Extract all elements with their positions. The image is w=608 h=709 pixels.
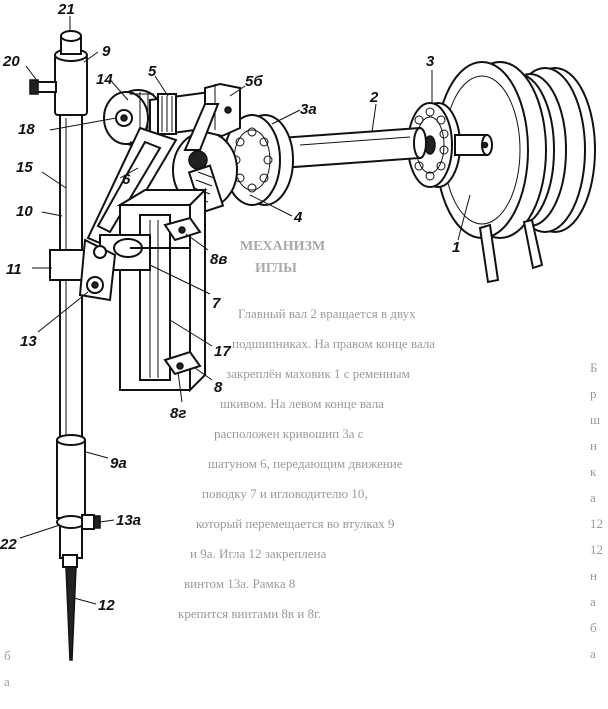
bg-right-char-5: а (590, 490, 596, 505)
label-1: 1 (452, 239, 460, 256)
bg-right-char-4: к (590, 464, 597, 479)
bg-paragraph-line-2: закреплён маховик 1 с ременным (226, 366, 410, 381)
bg-right-char-11: а (590, 646, 596, 661)
label-14: 14 (96, 71, 113, 88)
main-shaft (279, 126, 427, 170)
label-12: 12 (98, 597, 115, 614)
bg-paragraph-line-9: винтом 13а. Рамка 8 (184, 576, 295, 591)
label-11: 11 (6, 261, 22, 278)
label-6: 6 (122, 171, 131, 188)
bg-paragraph-line-0: Главный вал 2 вращается в двух (238, 306, 416, 321)
label-21: 21 (57, 1, 75, 18)
label-3: 3 (426, 53, 435, 70)
bg-right-char-3: н (590, 438, 597, 453)
label-8v: 8в (210, 251, 227, 268)
label-20: 20 (2, 53, 20, 70)
bg-paragraph-line-3: шкивом. На левом конце вала (220, 396, 384, 411)
needle-bar-assembly (29, 30, 117, 661)
label-7: 7 (212, 295, 221, 312)
background-text: МЕХАНИЗМ ИГЛЫ Главный вал 2 вращается в … (4, 239, 603, 689)
label-13a: 13а (116, 512, 141, 529)
guide-frame (116, 187, 208, 393)
label-4: 4 (293, 209, 303, 226)
label-10: 10 (16, 203, 33, 220)
bg-paragraph-line-5: шатуном 6, передающим движение (208, 456, 403, 471)
bg-paragraph-line-4: расположен кривошип 3а с (214, 426, 364, 441)
callout-labels: 21 9 20 14 5 5б 3 2 3а 18 15 6 4 10 1 8в… (0, 1, 460, 614)
bg-right-char-2: ш (590, 412, 600, 427)
label-9a: 9а (110, 455, 127, 472)
bg-paragraph-line-7: который перемещается во втулках 9 (196, 516, 395, 531)
bg-right-char-0: Б (590, 360, 597, 375)
bg-paragraph: Главный вал 2 вращается в двух подшипника… (178, 306, 435, 621)
upper-pivot-assembly (103, 82, 241, 151)
label-2: 2 (369, 89, 379, 106)
label-3a: 3а (300, 101, 317, 118)
label-5b: 5б (245, 73, 263, 90)
bg-right-char-8: н (590, 568, 597, 583)
bg-paragraph-line-10: крепится винтами 8в и 8г. (178, 606, 321, 621)
bg-right-char-6: 12 (590, 516, 603, 531)
label-9: 9 (102, 43, 111, 60)
bg-paragraph-line-1: подшипниках. На правом конце вала (232, 336, 435, 351)
label-18: 18 (18, 121, 35, 138)
bg-left-char-1: а (4, 674, 10, 689)
label-17: 17 (214, 343, 231, 360)
bg-right-char-9: а (590, 594, 596, 609)
bg-left-char-0: б (4, 648, 11, 663)
bearing-right (407, 102, 493, 188)
bg-paragraph-line-6: поводку 7 и игловодителю 10, (202, 486, 368, 501)
bg-right-char-1: р (590, 386, 597, 401)
bg-right-char-10: б (590, 620, 597, 635)
bg-left-edge: ба (4, 648, 11, 689)
bg-right-char-7: 12 (590, 542, 603, 557)
label-8g: 8г (170, 405, 186, 422)
label-15: 15 (16, 159, 33, 176)
label-5: 5 (148, 63, 157, 80)
label-8: 8 (214, 379, 223, 396)
bg-heading-line-1: МЕХАНИЗМ (240, 239, 325, 254)
label-13: 13 (20, 333, 37, 350)
bg-paragraph-line-8: и 9а. Игла 12 закреплена (190, 546, 326, 561)
bg-heading-line-2: ИГЛЫ (255, 261, 297, 276)
label-22: 22 (0, 536, 17, 553)
leader-lines (19, 16, 471, 605)
